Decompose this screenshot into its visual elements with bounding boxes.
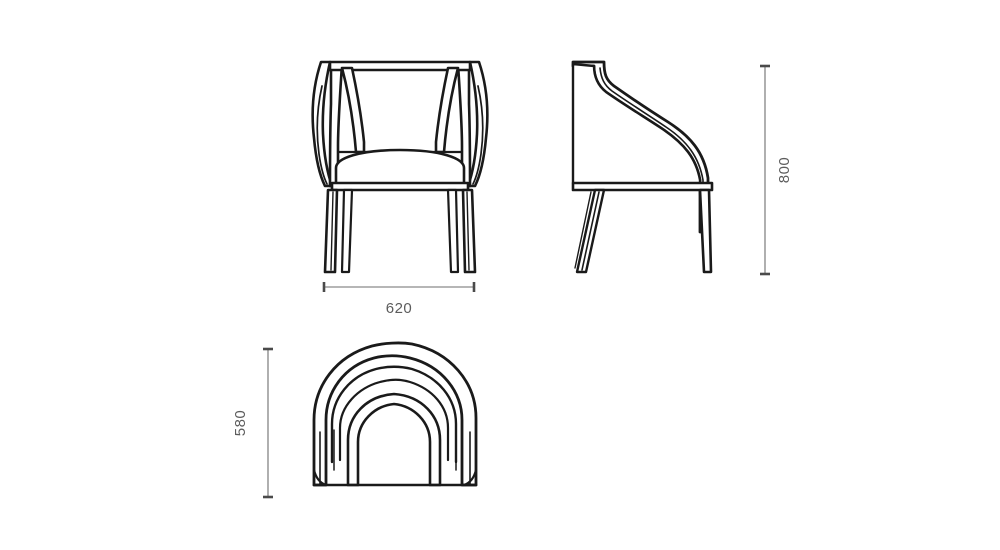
front-seat-rail: [330, 181, 470, 192]
side-front-leg: [698, 188, 713, 274]
top-third-arch: [338, 378, 450, 462]
dim-620-label: 620: [386, 300, 413, 317]
top-inner-arch-band: [330, 365, 458, 464]
front-left-arm-inner-line: [316, 85, 328, 185]
side-back-leg-far-line: [581, 191, 600, 271]
front-right-leg-inner-line: [466, 191, 470, 271]
front-right-arm-inner-line: [472, 85, 484, 185]
side-view: [571, 60, 714, 274]
dimension-width-620: 620: [322, 282, 476, 317]
dim-580-label: 580: [232, 410, 249, 437]
top-view: [312, 341, 478, 487]
side-arm-inner-line: [599, 67, 704, 231]
front-front-left-leg: [323, 188, 339, 274]
side-back-leg-inner-line: [574, 191, 592, 269]
front-back-left-leg: [340, 188, 354, 274]
front-seat-cushion: [334, 148, 466, 188]
dim-800-label: 800: [776, 157, 793, 184]
front-left-leg-inner-line: [330, 191, 334, 271]
side-seat-rail: [571, 181, 714, 192]
front-view: [311, 60, 489, 274]
front-back-right-leg: [446, 188, 460, 274]
front-front-right-leg: [461, 188, 477, 274]
dimension-height-800: 800: [760, 64, 793, 276]
front-top-rail: [328, 60, 472, 72]
dimension-depth-580: 580: [232, 347, 273, 499]
